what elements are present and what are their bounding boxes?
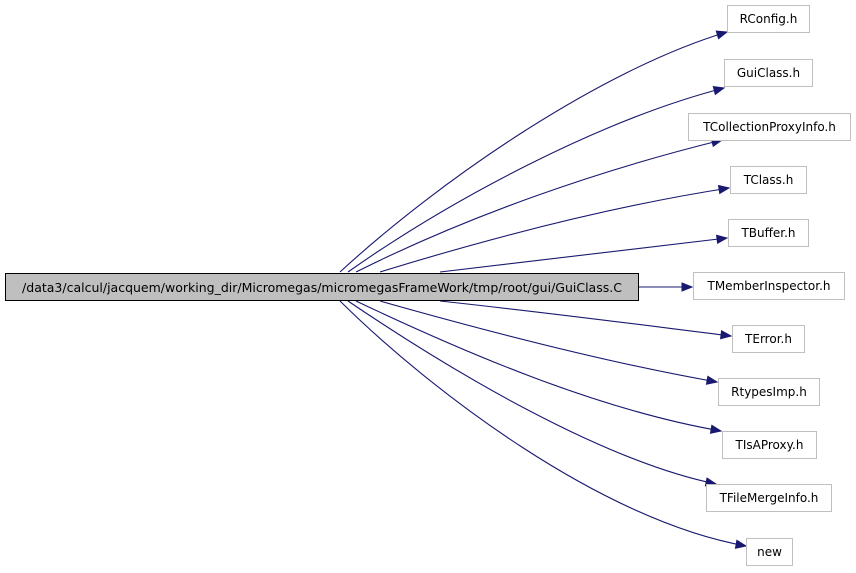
edge-root-to-include-10	[339, 300, 747, 547]
include-node-rtypesimp-h[interactable]: RtypesImp.h	[718, 378, 820, 406]
edge-root-to-include-1	[347, 87, 725, 273]
edge-root-to-include-6	[439, 300, 732, 337]
arrowhead-7	[705, 375, 719, 385]
include-node-tcollectionproxyinfo-h[interactable]: TCollectionProxyInfo.h	[688, 113, 851, 141]
include-node-terror-h[interactable]: TError.h	[732, 325, 805, 353]
edge-root-to-include-2	[355, 139, 723, 273]
edge-root-to-include-7	[379, 300, 718, 383]
include-node-rconfig-h[interactable]: RConfig.h	[727, 5, 810, 33]
include-node-tmemberinspector-h[interactable]: TMemberInspector.h	[693, 272, 845, 300]
root-file-node: /data3/calcul/jacquem/working_dir/Microm…	[5, 273, 639, 301]
include-node-guiclass-h[interactable]: GuiClass.h	[724, 59, 813, 87]
edge-root-to-include-9	[347, 300, 717, 485]
include-node-tbuffer-h[interactable]: TBuffer.h	[728, 219, 809, 247]
arrowhead-4	[715, 234, 729, 245]
edge-root-to-include-4	[439, 237, 728, 273]
include-node-tisaproxy-h[interactable]: TIsAProxy.h	[722, 431, 817, 459]
include-node-new[interactable]: new	[746, 538, 793, 566]
arrowhead-10	[734, 539, 748, 549]
arrowhead-8	[709, 424, 723, 434]
arrowhead-1	[712, 86, 726, 96]
arrowhead-0	[715, 30, 729, 40]
edge-root-to-include-0	[339, 31, 728, 273]
include-node-tclass-h[interactable]: TClass.h	[730, 166, 807, 194]
edge-root-to-include-8	[355, 300, 722, 432]
include-node-tfilemergeinfo-h[interactable]: TFileMergeInfo.h	[706, 484, 832, 512]
arrowhead-6	[719, 330, 733, 340]
edge-root-to-include-3	[379, 187, 730, 273]
arrowhead-3	[717, 184, 731, 195]
arrowhead-5	[681, 282, 694, 292]
